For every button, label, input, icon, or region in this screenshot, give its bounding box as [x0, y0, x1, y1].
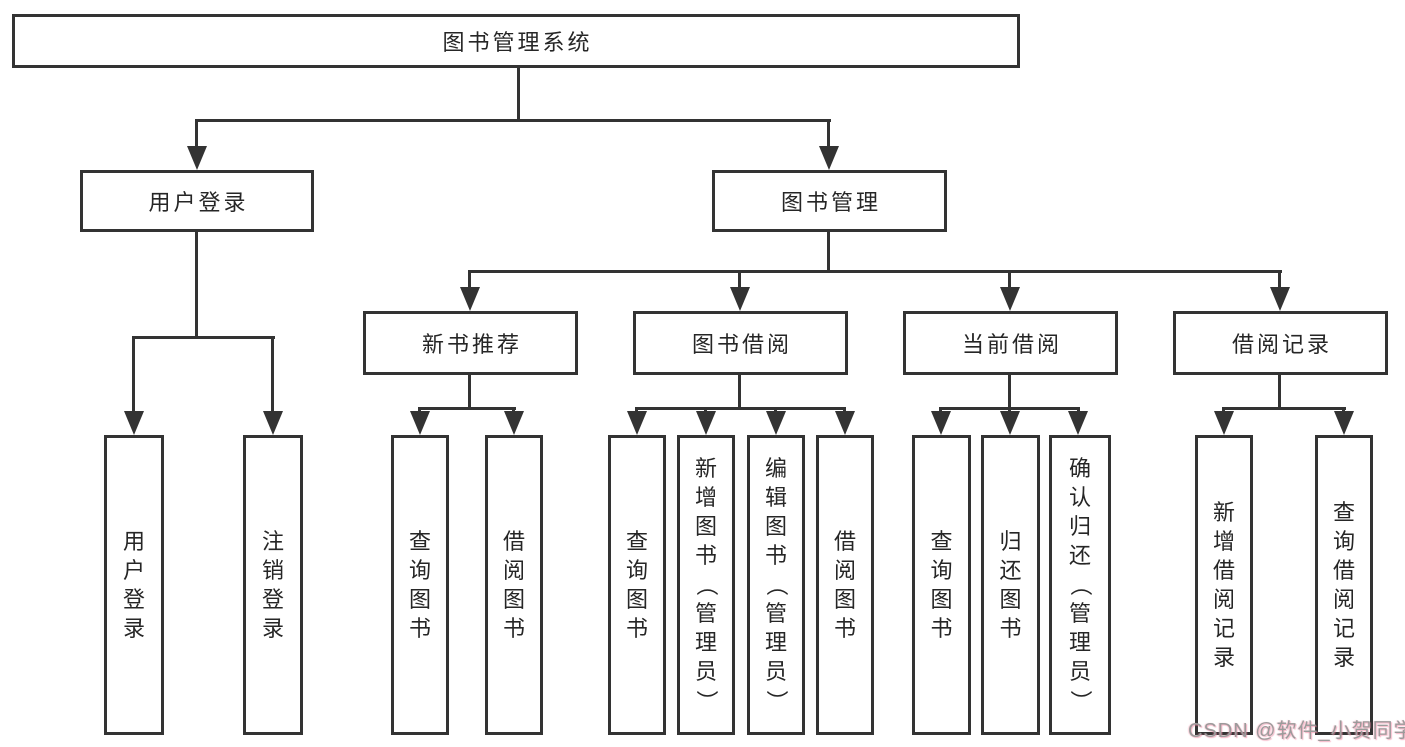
- connector-line: [1278, 375, 1281, 410]
- arrow-down-icon: [124, 411, 144, 435]
- connector-line: [827, 232, 830, 273]
- connector-line: [738, 270, 741, 292]
- leaf-logout: 注销登录: [243, 435, 303, 735]
- connector-line: [271, 336, 274, 415]
- arrow-down-icon: [835, 411, 855, 435]
- connector-line: [635, 407, 846, 410]
- connector-line: [827, 119, 830, 151]
- connector-line: [517, 68, 520, 122]
- connector-line: [132, 336, 275, 339]
- connector-line: [1008, 375, 1011, 410]
- node-library-management-system: 图书管理系统: [12, 14, 1020, 68]
- connector-line: [418, 407, 516, 410]
- leaf-borrowing-query-books: 查询图书: [608, 435, 666, 735]
- node-book-borrowing: 图书借阅: [633, 311, 848, 375]
- node-user-login: 用户登录: [80, 170, 314, 232]
- leaf-records-query-record: 查询借阅记录: [1315, 435, 1373, 735]
- arrow-down-icon: [1214, 411, 1234, 435]
- arrow-down-icon: [627, 411, 647, 435]
- connector-line: [738, 375, 741, 410]
- arrow-down-icon: [730, 287, 750, 311]
- leaf-records-add-record: 新增借阅记录: [1195, 435, 1253, 735]
- arrow-down-icon: [1000, 287, 1020, 311]
- connector-line: [195, 119, 831, 122]
- connector-line: [1222, 407, 1346, 410]
- connector-line: [1278, 270, 1281, 292]
- arrow-down-icon: [1334, 411, 1354, 435]
- connector-line: [468, 270, 1282, 273]
- arrow-down-icon: [187, 146, 207, 170]
- arrow-down-icon: [504, 411, 524, 435]
- connector-line: [468, 375, 471, 410]
- leaf-borrowing-add-book-admin: 新增图书（管理员）: [677, 435, 735, 735]
- leaf-current-return-books: 归还图书: [981, 435, 1040, 735]
- arrow-down-icon: [819, 146, 839, 170]
- leaf-user-login: 用户登录: [104, 435, 164, 735]
- leaf-newbooks-query-books: 查询图书: [391, 435, 449, 735]
- node-book-management: 图书管理: [712, 170, 947, 232]
- arrow-down-icon: [766, 411, 786, 435]
- leaf-current-confirm-return-admin: 确认归还（管理员）: [1049, 435, 1111, 735]
- connector-line: [195, 119, 198, 151]
- connector-line: [1008, 270, 1011, 292]
- node-new-book-recommendation: 新书推荐: [363, 311, 578, 375]
- connector-line: [195, 232, 198, 339]
- arrow-down-icon: [460, 287, 480, 311]
- connector-line: [132, 336, 135, 415]
- arrow-down-icon: [696, 411, 716, 435]
- arrow-down-icon: [1000, 411, 1020, 435]
- leaf-borrowing-edit-book-admin: 编辑图书（管理员）: [747, 435, 805, 735]
- arrow-down-icon: [263, 411, 283, 435]
- node-borrowing-records: 借阅记录: [1173, 311, 1388, 375]
- leaf-newbooks-borrow-books: 借阅图书: [485, 435, 543, 735]
- csdn-watermark: CSDN @软件_小贺同学: [1188, 720, 1405, 742]
- arrow-down-icon: [1270, 287, 1290, 311]
- leaf-current-query-books: 查询图书: [912, 435, 971, 735]
- leaf-borrowing-borrow-books: 借阅图书: [816, 435, 874, 735]
- arrow-down-icon: [1068, 411, 1088, 435]
- node-current-borrowing: 当前借阅: [903, 311, 1118, 375]
- arrow-down-icon: [931, 411, 951, 435]
- arrow-down-icon: [410, 411, 430, 435]
- connector-line: [468, 270, 471, 292]
